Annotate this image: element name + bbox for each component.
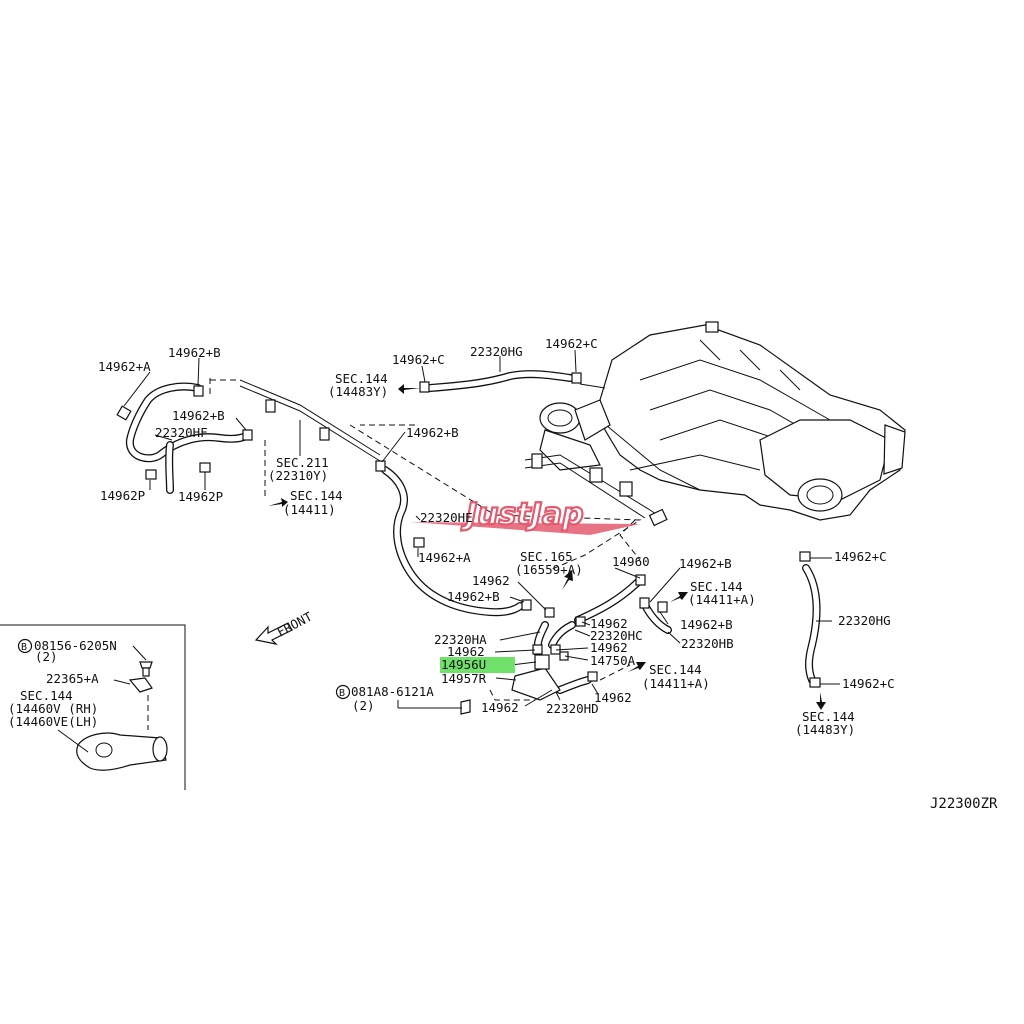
part-label-highlighted: 14956U <box>441 657 486 672</box>
section-ref-label: (14411+A) <box>642 676 710 691</box>
inset-frame <box>0 624 186 790</box>
section-ref-label: SEC.144 <box>649 662 702 677</box>
part-label: 14750A <box>590 653 636 668</box>
section-ref-label: (16559+A) <box>515 562 583 577</box>
section-ref-label: SEC.211 <box>276 455 329 470</box>
part-label: 14962P <box>100 488 145 503</box>
bolt-marker-circle <box>335 684 351 700</box>
part-label: 14962+B <box>406 425 459 440</box>
hoses <box>125 370 821 694</box>
part-label: 14962 <box>590 640 628 655</box>
part-label: 14962+A <box>98 359 151 374</box>
bolt-label: 08156-6205N <box>34 638 117 653</box>
part-label: 14962+B <box>447 589 500 604</box>
part-label: 22320HE <box>420 510 473 525</box>
part-label: 14962 <box>481 700 519 715</box>
part-label: 14962+B <box>680 617 733 632</box>
part-label: 14962+B <box>168 345 221 360</box>
section-ref-label: (14411) <box>283 502 336 517</box>
section-ref-label: (14460VE(LH) <box>8 714 98 729</box>
section-ref-label: (14483Y) <box>795 722 855 737</box>
leader-lines <box>57 349 840 753</box>
part-label: 22320HD <box>546 701 599 716</box>
part-label: 14960 <box>612 554 650 569</box>
bolt-label: 081A8-6121A <box>351 684 434 699</box>
section-ref-label: (14460V (RH) <box>8 701 98 716</box>
bolt-marker-circle <box>17 638 33 654</box>
bolt-marker-letter: B <box>339 688 345 699</box>
part-highlight <box>440 657 515 673</box>
part-label: 14962 <box>590 616 628 631</box>
part-label: 14957R <box>441 671 487 686</box>
part-label: 14962+C <box>834 549 887 564</box>
bolt-marker-letter: B <box>21 642 27 653</box>
part-label: 22320HG <box>838 613 891 628</box>
section-ref-label: SEC.144 <box>690 579 743 594</box>
section-ref-label: (14483Y) <box>328 384 388 399</box>
section-ref-label: SEC.144 <box>20 688 73 703</box>
part-label: 14962 <box>594 690 632 705</box>
section-ref-label: SEC.144 <box>802 709 855 724</box>
bolt-qty-label: (2) <box>35 649 58 664</box>
diagram-code: J22300ZR <box>930 796 998 812</box>
part-label: 22365+A <box>46 671 99 686</box>
part-label: 22320HC <box>590 628 643 643</box>
part-labels: 14962+A 14962+B 14962+B 22320HF 14962P 1… <box>8 336 895 737</box>
section-ref-label: SEC.165 <box>520 549 573 564</box>
part-label: 22320HA <box>434 632 487 647</box>
arrows <box>254 384 826 710</box>
part-label: 22320HG <box>470 344 523 359</box>
part-label: 14962+C <box>545 336 598 351</box>
clamps <box>76 372 821 771</box>
section-ref-label: (14411+A) <box>688 592 756 607</box>
part-label: 14962+A <box>418 550 471 565</box>
part-label: 14962+C <box>842 676 895 691</box>
tube-22310y <box>239 379 381 462</box>
part-label: 14962 <box>472 573 510 588</box>
watermark-swoosh <box>410 522 640 535</box>
watermark: JustJap <box>461 497 584 532</box>
front-direction-label: FRONT <box>274 609 315 640</box>
section-ref-label: SEC.144 <box>290 488 343 503</box>
part-label: 22320HB <box>681 636 734 651</box>
part-label: 14962 <box>447 644 485 659</box>
part-label: 14962+B <box>679 556 732 571</box>
part-label: 14962+B <box>172 408 225 423</box>
part-label: 14962+C <box>392 352 445 367</box>
intake-manifold <box>524 321 906 527</box>
part-label: 22320HF <box>155 425 208 440</box>
section-ref-label: (22310Y) <box>268 468 328 483</box>
bolt-qty-label: (2) <box>352 698 375 713</box>
part-label: 14962P <box>178 489 223 504</box>
dashed-leaders <box>147 378 642 730</box>
section-ref-label: SEC.144 <box>335 371 388 386</box>
